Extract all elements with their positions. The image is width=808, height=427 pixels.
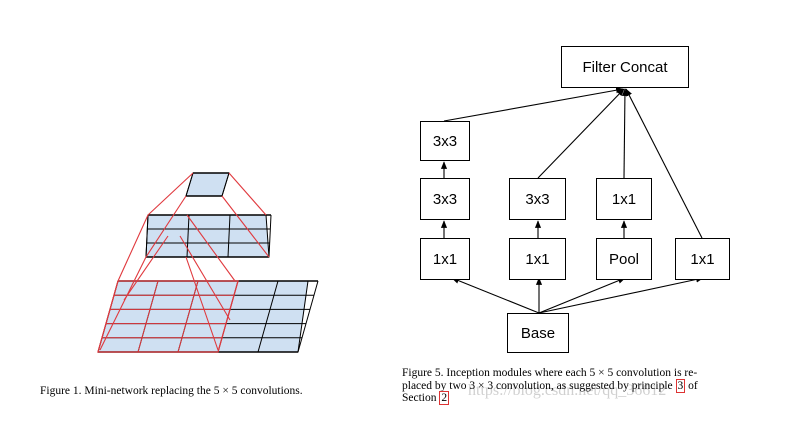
connector-mid-2	[186, 214, 236, 282]
figure-5-caption: Figure 5. Inception modules where each 5…	[402, 367, 768, 405]
connector-mid-3	[99, 256, 147, 351]
middle-grid-3x3-col-line	[268, 214, 272, 258]
edge-b3-concat	[621, 88, 629, 179]
input-grid-5x5-col-line	[297, 280, 319, 353]
connector-top-right	[228, 172, 267, 216]
connector-mid-4	[185, 256, 219, 351]
node-branch1-3x3: 3x3	[420, 178, 470, 220]
caption-line-3a: Section	[402, 392, 440, 404]
connector-top-left	[147, 172, 194, 216]
mini-network-diagram	[97, 172, 319, 353]
figure-1: Figure 1. Mini-network replacing the 5 ×…	[0, 0, 390, 427]
node-branch2-1x1: 1x1	[509, 238, 566, 280]
inception-module-diagram	[440, 87, 704, 314]
node-branch2-3x3: 3x3	[509, 178, 566, 220]
edge-base-b4	[538, 276, 704, 314]
node-branch4-1x1: 1x1	[675, 238, 730, 280]
connector-mid-5	[123, 235, 169, 301]
node-filter-concat: Filter Concat	[561, 46, 689, 88]
principle-ref-link[interactable]: 3	[675, 378, 686, 393]
connector-bottom-left	[145, 195, 187, 258]
node-branch3-pool: Pool	[596, 238, 652, 280]
input-grid-5x5-col-line	[257, 280, 279, 353]
node-branch3-1x1: 1x1	[596, 178, 652, 220]
edges	[440, 87, 704, 314]
figure-1-caption: Figure 1. Mini-network replacing the 5 ×…	[40, 385, 303, 397]
receptive-field-col	[177, 280, 199, 353]
middle-grid-3x3-col-line	[186, 214, 190, 258]
edge-base-b1	[451, 277, 540, 314]
node-branch1-1x1: 1x1	[420, 238, 470, 280]
output-cell-col-line	[221, 172, 230, 197]
caption-line-1: Figure 5. Inception modules where each 5…	[402, 367, 698, 379]
caption-line-2a: placed by two 3 × 3 convolution, as sugg…	[402, 379, 676, 392]
middle-grid-3x3-col-line	[145, 214, 149, 258]
edge-b2-concat	[537, 88, 625, 179]
middle-grid-3x3-col-line	[227, 214, 231, 258]
edge-base-b3	[538, 277, 626, 314]
output-cell-col-line	[185, 172, 194, 197]
connector-mid-1	[117, 214, 149, 282]
figure-5: Filter Concat 3x3 3x3 1x1 3x3 1x1 1x1 Po…	[390, 0, 808, 427]
edge-b1-concat	[443, 87, 624, 122]
connector-bottom-right	[221, 195, 270, 258]
section-ref-link[interactable]: 2	[439, 391, 450, 405]
edge-b4-concat	[625, 88, 703, 239]
connector-mid-6	[179, 235, 231, 321]
caption-line-2b: of	[685, 379, 698, 392]
node-base: Base	[507, 313, 569, 353]
middle-grid-3x3-fill	[145, 214, 270, 258]
receptive-field-col	[137, 280, 159, 353]
node-branch1-3x3-top: 3x3	[420, 121, 470, 161]
